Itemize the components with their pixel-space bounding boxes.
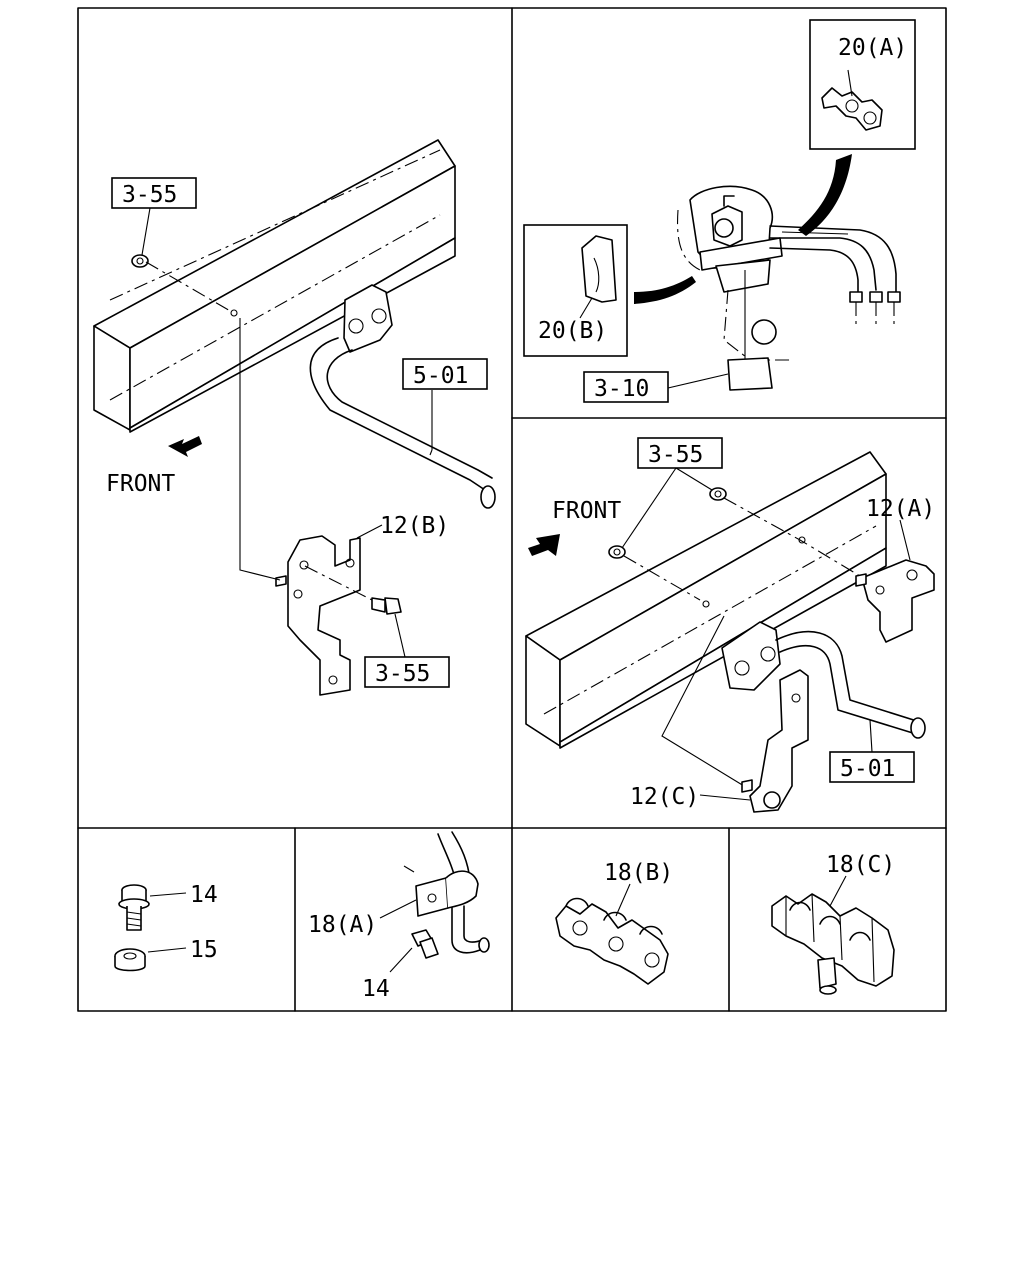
- bolt-icon: [371, 597, 402, 615]
- ref-box-3-55-bolt: [364, 656, 450, 688]
- nut-icon: [114, 948, 146, 972]
- ref-box-3-55: [637, 437, 723, 469]
- part-label-12a: 12(A): [866, 496, 935, 522]
- part-label-18c: 18(C): [826, 852, 895, 878]
- clip-18b-icon: [555, 897, 669, 985]
- clip-18c-icon: [771, 893, 895, 995]
- ref-label-3-10: 3-10: [594, 376, 649, 402]
- part-label-12c: 12(C): [630, 784, 699, 810]
- part-label-15: 15: [190, 937, 218, 963]
- front-label: FRONT: [552, 498, 621, 524]
- part-label-18b: 18(B): [604, 860, 673, 886]
- panel-6-clip-18b: [555, 883, 669, 985]
- front-arrow-icon: [528, 534, 560, 556]
- nut-icon: [608, 545, 626, 559]
- ref-label-5-01: 5-01: [413, 363, 468, 389]
- bolt-icon: [118, 884, 150, 931]
- inset-box-20a: [809, 19, 916, 150]
- nut-icon: [131, 254, 149, 268]
- ref-box-3-10: [583, 371, 669, 403]
- ref-label-3-55: 3-55: [648, 442, 703, 468]
- front-arrow-icon: [168, 436, 202, 457]
- panel-7-clip-18c: [771, 875, 895, 995]
- bolt-icon: [411, 929, 439, 959]
- ref-label-3-55: 3-55: [122, 182, 177, 208]
- panel-5-clip-18a: [379, 831, 490, 973]
- panel-2-valve-assembly: [523, 19, 916, 391]
- ref-box-5-01: [402, 358, 488, 390]
- panel-frame: [77, 7, 947, 1012]
- clip-20a-icon: [821, 69, 883, 131]
- nut-icon: [709, 487, 727, 501]
- panel-4-fasteners: [114, 884, 187, 972]
- part-label-14: 14: [190, 882, 218, 908]
- part-label-18a: 18(A): [308, 912, 377, 938]
- part-label-20a: 20(A): [838, 35, 907, 61]
- ref-box-5-01: [829, 751, 915, 783]
- ref-label-5-01: 5-01: [840, 756, 895, 782]
- ref-box-3-55: [111, 177, 197, 209]
- ref-label-3-55-bolt: 3-55: [375, 661, 430, 687]
- panel-3-frame-rail-right: [525, 451, 935, 813]
- clip-20b-icon: [579, 235, 617, 319]
- part-label-14: 14: [362, 976, 390, 1002]
- front-label: FRONT: [106, 471, 175, 497]
- part-label-12b: 12(B): [380, 513, 449, 539]
- panel-1-frame-rail-left: [93, 139, 496, 696]
- part-label-20b: 20(B): [538, 318, 607, 344]
